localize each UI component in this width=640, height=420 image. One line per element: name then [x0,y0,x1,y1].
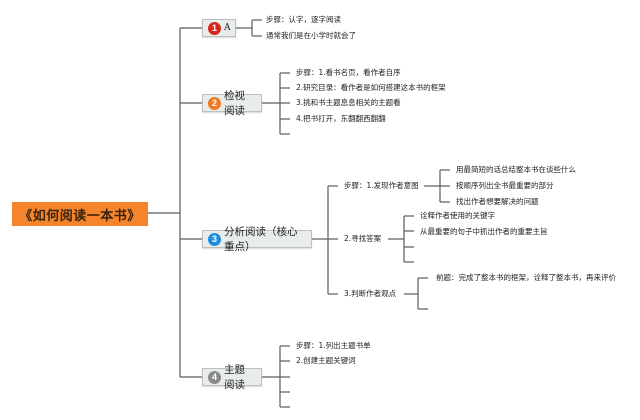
leaf-topic[interactable]: 4.把书打开，东翻翻西翻翻 [296,114,386,123]
leaf-topic[interactable]: 通常我们是在小学时就会了 [266,31,356,40]
branch-topic-2[interactable]: 2 检视阅读 [202,90,262,117]
branch-label: 分析阅读（核心重点） [224,226,298,253]
branch-label: A [224,23,231,33]
subtopic[interactable]: 2.寻找答案 [344,234,382,243]
leaf-topic[interactable]: 步骤：认字，逐字阅读 [266,15,341,24]
root-topic[interactable]: 《如何阅读一本书》 [12,202,148,226]
leaf-topic[interactable]: 3.挑和书主题息息相关的主题看 [296,98,401,107]
leaf-topic[interactable]: 从最重要的句子中抓出作者的重要主旨 [420,227,548,236]
leaf-topic[interactable]: 诠释作者使用的关键字 [420,211,495,220]
leaf-topic[interactable]: 前题：完成了整本书的框架，诠释了整本书，再来评价 [436,273,616,282]
leaf-topic[interactable]: 用最简短的话总结整本书在谈些什么 [456,165,576,174]
number-1-badge-icon: 1 [208,21,221,35]
number-2-badge-icon: 2 [208,96,221,110]
leaf-topic[interactable]: 找出作者想要解决的问题 [456,197,539,206]
leaf-topic[interactable]: 2.研究目录：看作者是如何搭建这本书的框架 [296,83,446,92]
leaf-topic[interactable]: 步骤：1.列出主题书单 [296,341,371,350]
leaf-topic[interactable]: 按顺序列出全书最重要的部分 [456,181,554,190]
leaf-topic[interactable]: 步骤：1.看书名页，看作者自序 [296,68,401,77]
subtopic[interactable]: 步骤：1.发现作者意图 [344,181,419,190]
leaf-topic[interactable]: 2.创建主题关键词 [296,356,356,365]
subtopic[interactable]: 3.判断作者观点 [344,289,397,298]
branch-topic-3[interactable]: 3 分析阅读（核心重点） [202,226,312,253]
number-4-badge-icon: 4 [208,370,221,384]
branch-label: 检视阅读 [224,90,245,117]
branch-topic-4[interactable]: 4 主题阅读 [202,364,262,391]
branch-topic-1[interactable]: 1 A [202,19,236,37]
number-3-badge-icon: 3 [208,232,221,246]
branch-label: 主题阅读 [224,364,245,391]
